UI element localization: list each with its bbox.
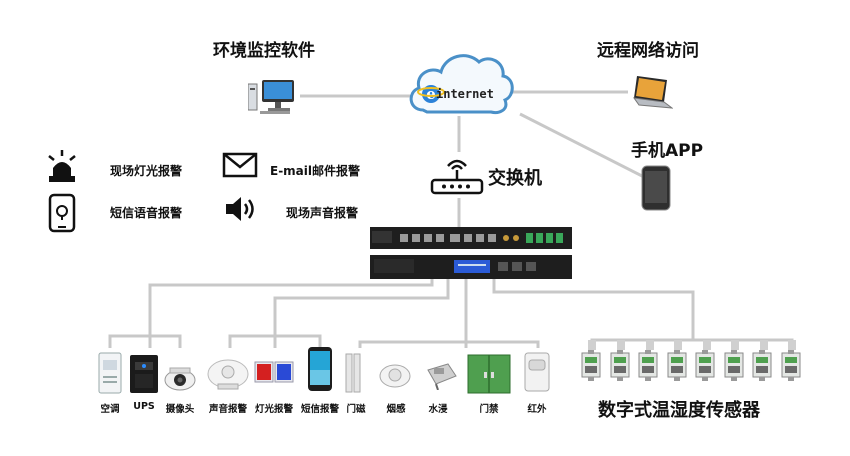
laptop-icon <box>632 76 673 109</box>
line-group3-branch <box>358 340 540 348</box>
temp-humidity-sensor-icon <box>695 350 715 381</box>
device-label-smoke: 烟感 <box>386 404 406 415</box>
access-control-icon <box>467 354 511 394</box>
water-leak-sensor-icon <box>427 363 457 390</box>
temp-humidity-sensor-icon <box>781 350 800 381</box>
software-title: 环境监控软件 <box>213 41 315 61</box>
line-group1-branch <box>108 334 182 348</box>
sms-alarm-phone-icon <box>308 347 332 391</box>
internet-label: internet <box>436 87 494 101</box>
temp-humidity-sensor-icon <box>724 350 743 381</box>
temp-humidity-sensor-icon <box>610 350 629 381</box>
siren-light-icon <box>48 150 76 182</box>
alarm-light-label: 现场灯光报警 <box>110 164 183 178</box>
device-label-light-alarm: 灯光报警 <box>254 404 294 415</box>
camera-icon <box>164 367 196 391</box>
line-group2-main <box>273 276 450 348</box>
remote-access-title: 远程网络访问 <box>597 41 699 61</box>
line-sensors-main <box>492 276 695 340</box>
temp-humidity-sensor-icon <box>638 350 658 381</box>
speaker-sound-icon <box>226 197 254 221</box>
ups-device-icon <box>130 355 158 393</box>
switch-router-icon <box>430 159 484 195</box>
device-label-infrared: 红外 <box>527 404 547 415</box>
temp-humidity-sensor-icon <box>667 350 686 381</box>
email-envelope-icon <box>222 152 258 178</box>
device-label-ac: 空调 <box>100 404 120 415</box>
line-cloud-phone <box>519 112 651 182</box>
device-label-sms-alarm: 短信报警 <box>300 404 340 415</box>
smartphone-icon <box>641 165 671 211</box>
door-magnet-icon <box>345 353 361 393</box>
alarm-sms-label: 短信语音报警 <box>110 206 183 220</box>
device-label-water: 水浸 <box>428 404 448 415</box>
monitoring-controller-unit <box>370 227 572 279</box>
light-alarm-icon <box>254 361 294 383</box>
alarm-email-label: E-mail邮件报警 <box>270 164 361 178</box>
line-group1-main <box>148 276 434 348</box>
internet-cloud: e <box>409 54 514 114</box>
smoke-detector-icon <box>379 364 411 388</box>
temp-humidity-sensor-icon <box>581 350 601 381</box>
app-title: 手机APP <box>631 141 704 161</box>
device-label-camera: 摄像头 <box>165 404 195 415</box>
temp-humidity-sensor-icon <box>752 350 772 381</box>
line-group2-branch <box>228 334 322 348</box>
sensors-title: 数字式温湿度传感器 <box>598 400 760 421</box>
device-label-door-magnet: 门磁 <box>346 404 366 415</box>
device-label-ups: UPS <box>133 401 155 412</box>
device-label-access: 门禁 <box>479 404 499 415</box>
switch-title: 交换机 <box>488 168 542 189</box>
phone-voice-icon <box>48 193 76 233</box>
sensor-row <box>581 350 805 384</box>
desktop-computer-icon <box>248 80 294 114</box>
device-label-sound-alarm: 声音报警 <box>208 404 248 415</box>
sound-alarm-icon <box>207 359 249 390</box>
svg-text:e: e <box>426 85 436 103</box>
infrared-sensor-icon <box>524 352 550 392</box>
alarm-sound-label: 现场声音报警 <box>286 206 359 220</box>
air-conditioner-icon <box>98 352 122 394</box>
